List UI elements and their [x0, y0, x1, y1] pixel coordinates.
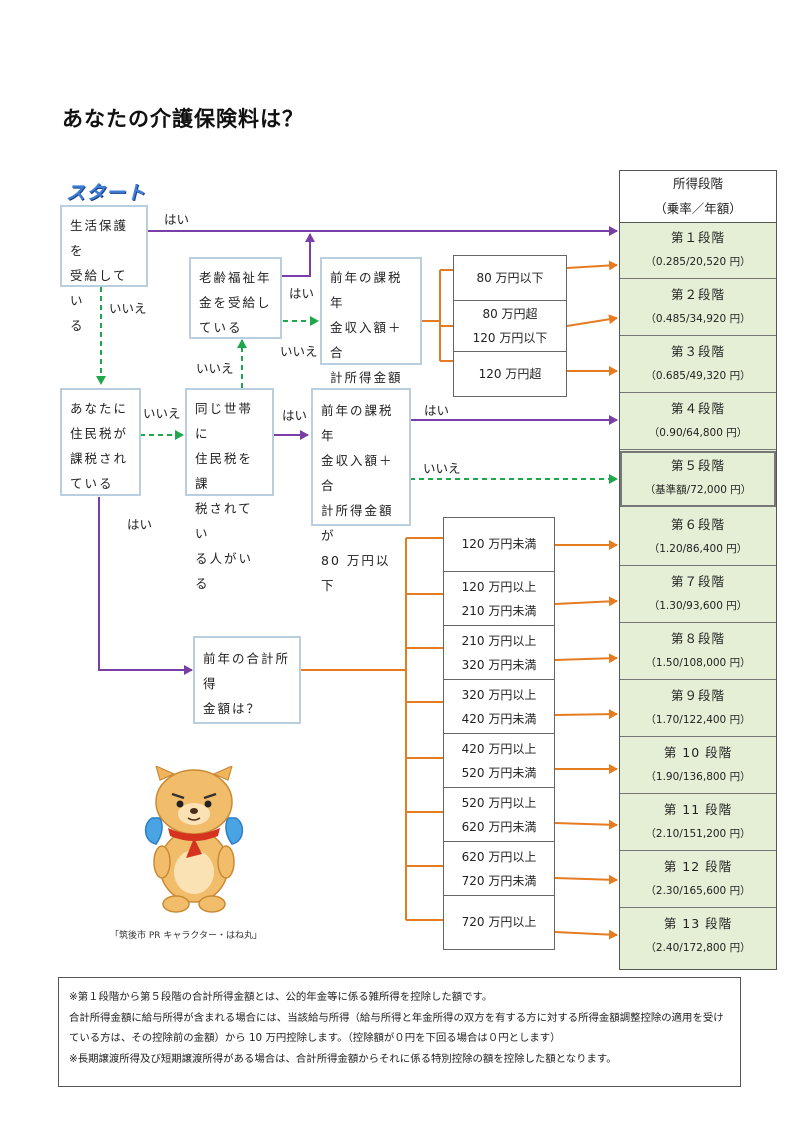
pension-box: 老齢福祉年 金を受給し ている: [189, 257, 282, 339]
no-label: いいえ: [196, 361, 234, 376]
stage-name: 第１段階: [670, 230, 725, 245]
yes-label: はい: [127, 517, 153, 532]
stage-row: 第３段階 （0.685/49,320 円）: [620, 337, 776, 393]
range-top-item: 80 万円以下: [453, 255, 567, 301]
stage-name: 第６段階: [670, 517, 725, 532]
range-bottom-item: 520 万円以上 620 万円未満: [443, 787, 555, 842]
stage-row: 第２段階 （0.485/34,920 円）: [620, 280, 776, 336]
stage-name: 第５段階: [670, 458, 725, 473]
stage-row: 第４段階 （0.90/64,800 円）: [620, 394, 776, 450]
no-label: いいえ: [280, 344, 318, 359]
household-tax-box: 同じ世帯に 住民税を課 税されてい る人がいる: [185, 388, 274, 591]
range-bottom-item: 120 万円未満: [443, 517, 555, 572]
mascot-hanemaru-icon: [144, 766, 244, 913]
stage-row: 第８段階 （1.50/108,000 円）: [620, 624, 776, 680]
mascot-caption: 「筑後市 PR キャラクター・はね丸」: [110, 931, 263, 941]
stage-name: 第 10 段階: [663, 745, 733, 760]
stage-name: 第８段階: [670, 631, 725, 646]
income-stage-panel: [619, 170, 777, 970]
stage-rate: （0.685/49,320 円）: [645, 370, 751, 382]
notes-box: ※第１段階から第５段階の合計所得金額とは、公的年金等に係る雑所得を控除した額です…: [58, 977, 741, 1087]
yes-label: はい: [282, 408, 308, 423]
range-top-item: 120 万円超: [453, 351, 567, 397]
stage-name: 第 13 段階: [663, 916, 733, 931]
panel-header-title: 所得段階: [672, 176, 723, 191]
range-bottom-item: 720 万円以上: [443, 895, 555, 950]
total-income-box: 前年の合計所得 金額は？: [193, 636, 301, 724]
stage-row: 第６段階 （1.20/86,400 円）: [620, 510, 776, 566]
stage-row: 第 13 段階 （2.40/172,800 円）: [620, 909, 776, 965]
note-line: ※長期譲渡所得及び短期譲渡所得がある場合は、合計所得金額からそれに係る特別控除の…: [69, 1052, 617, 1065]
stage-rate: （1.30/93,600 円）: [648, 600, 748, 612]
stage-rate: （0.485/34,920 円）: [645, 313, 751, 325]
stage-rate: （2.40/172,800 円）: [645, 942, 751, 954]
stage-name: 第２段階: [670, 287, 725, 302]
stage-rate: （1.50/108,000 円）: [645, 657, 751, 669]
note-line: ※第１段階から第５段階の合計所得金額とは、公的年金等に係る雑所得を控除した額です…: [69, 991, 493, 1003]
panel-header-subtitle: （乗率／年額）: [654, 201, 742, 216]
resident-tax-box: あなたに 住民税が 課税され ている: [60, 388, 141, 496]
stage-name: 第３段階: [670, 344, 725, 359]
stage-row: 第１段階 （0.285/20,520 円）: [620, 223, 776, 279]
range-bottom-item: 210 万円以上 320 万円未満: [443, 625, 555, 680]
page-title: あなたの介護保険料は？: [62, 107, 304, 131]
no-label: いいえ: [143, 406, 181, 421]
stage-name: 第 11 段階: [663, 802, 733, 817]
range-bottom-item: 420 万円以上 520 万円未満: [443, 733, 555, 788]
welfare-box: 生活保護を 受給してい る: [60, 205, 148, 333]
income-80-top-box: 前年の課税年 金収入額＋合 計所得金額 は？: [320, 257, 422, 410]
yes-label: はい: [424, 403, 450, 418]
stage-name: 第９段階: [670, 688, 725, 703]
stage-rate: （2.30/165,600 円）: [645, 885, 751, 897]
start-label: スタート: [66, 182, 147, 204]
stage-name: 第７段階: [670, 574, 725, 589]
stage-row: 第７段階 （1.30/93,600 円）: [620, 567, 776, 623]
no-label: いいえ: [109, 301, 147, 316]
stage-name: 第４段階: [670, 401, 725, 416]
range-bottom-item: 320 万円以上 420 万円未満: [443, 679, 555, 734]
stage-row: 第 12 段階 （2.30/165,600 円）: [620, 852, 776, 908]
stage-rate: （0.285/20,520 円）: [645, 256, 751, 268]
yes-label: はい: [164, 212, 190, 227]
stage-rate: （1.90/136,800 円）: [645, 771, 751, 783]
stage-rate: （1.70/122,400 円）: [645, 714, 751, 726]
stage-rate: （2.10/151,200 円）: [645, 828, 751, 840]
range-bottom-item: 120 万円以上 210 万円未満: [443, 571, 555, 626]
income-80-mid-box: 前年の課税年 金収入額＋合 計所得金額が 80 万円以下: [311, 388, 411, 593]
range-top-item: 80 万円超 120 万円以下: [453, 300, 567, 352]
stage-rate: （1.20/86,400 円）: [648, 543, 748, 555]
stage-row: 第 11 段階 （2.10/151,200 円）: [620, 795, 776, 851]
stage-rate: （基準額/72,000 円）: [644, 484, 752, 496]
range-bottom-item: 620 万円以上 720 万円未満: [443, 841, 555, 896]
stage-rate: （0.90/64,800 円）: [648, 427, 748, 439]
no-label: いいえ: [423, 461, 461, 476]
stage-row: 第９段階 （1.70/122,400 円）: [620, 681, 776, 737]
stage-row: 第 10 段階 （1.90/136,800 円）: [620, 738, 776, 794]
stage-row-base: 第５段階 （基準額/72,000 円）: [620, 451, 776, 507]
income-stage-header: 所得段階 （乗率／年額）: [620, 171, 776, 223]
stage-name: 第 12 段階: [663, 859, 733, 874]
note-line: 合計所得金額に給与所得が含まれる場合には、当該給与所得（給与所得と年金所得の双方…: [69, 1011, 724, 1045]
yes-label: はい: [289, 286, 315, 301]
